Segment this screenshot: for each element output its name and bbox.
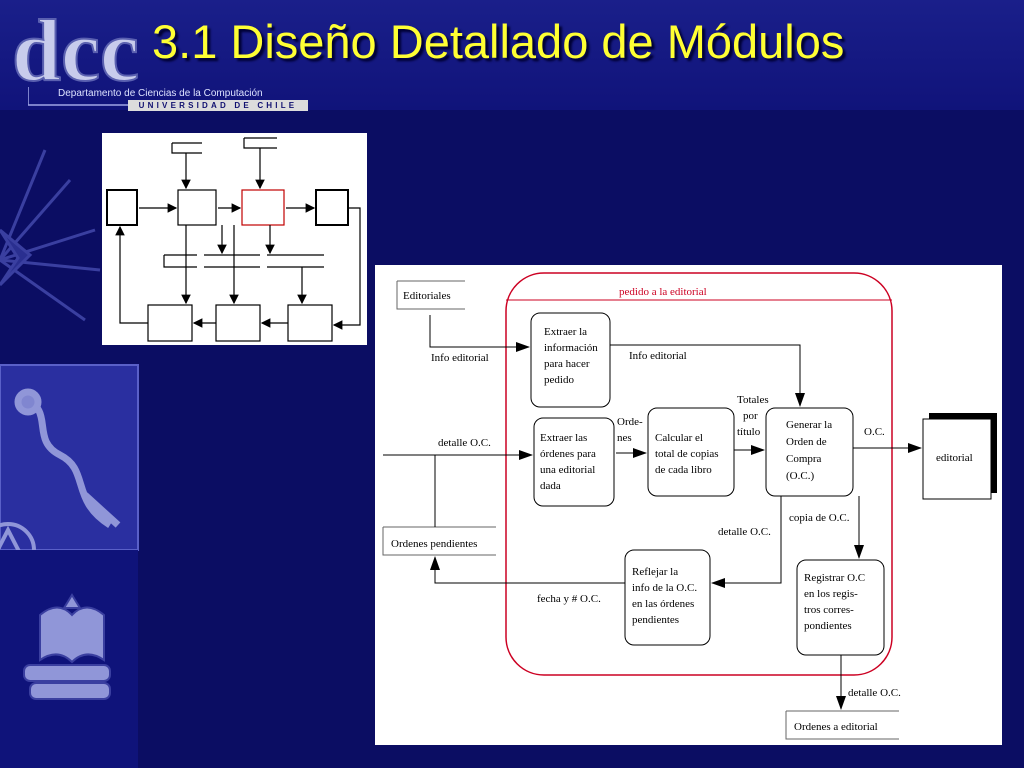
- flow-label: O.C.: [864, 426, 885, 438]
- diagram-text: pondientes: [804, 620, 852, 632]
- diagram-text: órdenes para: [540, 448, 596, 460]
- flow-label: detalle O.C.: [718, 526, 771, 538]
- starburst-icon: [0, 149, 101, 322]
- region-boundary: [505, 272, 893, 676]
- flow-label: nes: [617, 432, 632, 444]
- entity-label: Editoriales: [403, 290, 451, 302]
- diagram-text: Extraer la: [544, 326, 587, 338]
- process-extraer-info: Extraer la información para hacer pedido: [530, 312, 611, 408]
- entity-ordenes-pendientes: Ordenes pendientes: [382, 526, 496, 556]
- caduceus-icon: [14, 388, 121, 528]
- diagram-text: tros corres-: [804, 604, 854, 616]
- header-band: [0, 0, 1024, 110]
- process-generar: Generar la Orden de Compra (O.C.): [765, 407, 854, 497]
- flow-info-editorial-out: [610, 344, 805, 407]
- left-decoration: [0, 149, 139, 768]
- flow-label: detalle O.C.: [438, 437, 491, 449]
- process-reflejar: Reflejar la info de la O.C. en las órden…: [624, 549, 711, 646]
- department-name: Departamento de Ciencias de la Computaci…: [58, 88, 263, 99]
- thumbnail-diagram: [102, 133, 367, 345]
- diagram-text: (O.C.): [786, 470, 814, 482]
- diagram-text: pendientes: [632, 614, 679, 626]
- diagram-text: total de copias: [655, 448, 719, 460]
- flow-label: copia de O.C.: [789, 512, 850, 524]
- entity-editorial: editorial: [922, 413, 997, 500]
- diagram-text: dada: [540, 480, 561, 492]
- flow-label: Info editorial: [629, 350, 687, 362]
- region-label: pedido a la editorial: [619, 286, 707, 298]
- entity-label: editorial: [936, 452, 973, 464]
- flow-label: Info editorial: [431, 352, 489, 364]
- flow-info-editorial-in: [429, 315, 530, 352]
- diagram-text: Compra: [786, 453, 822, 465]
- diagram-text: info de la O.C.: [632, 582, 697, 594]
- process-extraer-ordenes: Extraer las órdenes para una editorial d…: [533, 417, 615, 507]
- flow-detalle-oc-mid: [711, 496, 782, 588]
- books-icon: [23, 593, 111, 700]
- flow-label: detalle O.C.: [848, 687, 901, 699]
- flow-fecha-oc: [430, 556, 625, 584]
- entity-ordenes-a-editorial: Ordenes a editorial: [785, 710, 899, 740]
- flow-label: Orde-: [617, 416, 643, 428]
- diagram-text: Extraer las: [540, 432, 587, 444]
- flow-label: título: [737, 426, 761, 438]
- dcc-logo: dcc: [10, 2, 310, 112]
- diagram-text: en los regis-: [804, 588, 858, 600]
- entity-label: Ordenes a editorial: [794, 721, 878, 733]
- entity-editoriales: Editoriales: [396, 280, 465, 310]
- diagram-text: Orden de: [786, 436, 827, 448]
- diagram-text: una editorial: [540, 464, 595, 476]
- diagram-text: Reflejar la: [632, 566, 678, 578]
- process-calcular: Calcular el total de copias de cada libr…: [647, 407, 735, 497]
- diagram-text: para hacer: [544, 358, 590, 370]
- logo-lettering: dcc: [12, 4, 139, 100]
- diagram-text: información: [544, 342, 598, 354]
- main-diagram: pedido a la editorial Editoriales Ordene…: [375, 265, 1002, 745]
- diagram-text: en las órdenes: [632, 598, 694, 610]
- university-name: UNIVERSIDAD DE CHILE: [128, 100, 308, 111]
- diagram-text: de cada libro: [655, 464, 712, 476]
- process-registrar: Registrar O.C en los regis- tros corres-…: [796, 559, 885, 656]
- flow-label: por: [743, 410, 758, 422]
- flow-label: Totales: [737, 394, 769, 406]
- diagram-text: Calcular el: [655, 432, 703, 444]
- diagram-text: pedido: [544, 374, 574, 386]
- diagram-text: Registrar O.C: [804, 572, 865, 584]
- entity-label: Ordenes pendientes: [391, 538, 477, 550]
- diagram-text: Generar la: [786, 419, 832, 431]
- flow-label: fecha y # O.C.: [537, 593, 601, 605]
- slide-title: 3.1 Diseño Detallado de Módulos: [152, 15, 845, 68]
